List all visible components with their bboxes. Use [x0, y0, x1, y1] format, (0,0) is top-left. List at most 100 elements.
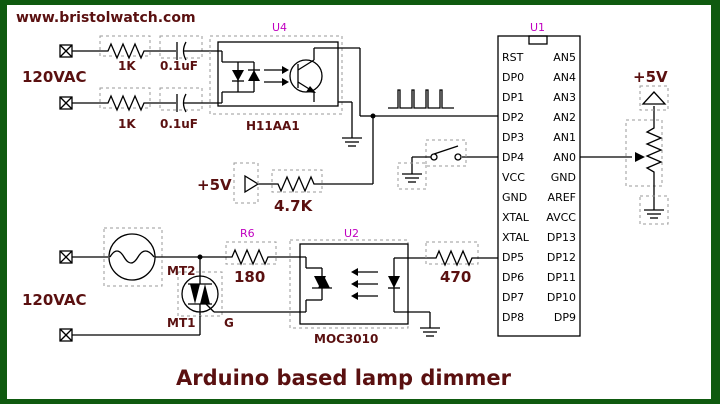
- c2-value: 0.1uF: [160, 117, 198, 131]
- r2-value: 1K: [118, 117, 136, 131]
- u1-pin-left-xtal: XTAL: [502, 211, 530, 224]
- triac-icon: [181, 272, 219, 316]
- u1-pin-right-an3: AN3: [553, 91, 576, 104]
- u1-pin-left-vcc: VCC: [502, 171, 525, 184]
- vcc-arrow-left: [244, 174, 260, 194]
- u1-pin-right-dp12: DP12: [547, 251, 576, 264]
- schematic-diagram: www.bristolwatch.com 120VAC 1K 0.1uF 1K …: [16, 10, 669, 390]
- vcc-right-box: [639, 85, 669, 111]
- site-url: www.bristolwatch.com: [16, 10, 196, 26]
- u4-outline: [209, 35, 343, 115]
- u1-pin-left-dp7: DP7: [502, 291, 524, 304]
- u1-pin-left-gnd: GND: [502, 191, 527, 204]
- ground-u2: [420, 327, 440, 337]
- resistor-470: [432, 249, 476, 267]
- capacitor-c1: [176, 41, 187, 61]
- r6-value: 180: [234, 268, 265, 286]
- resistor-pullup: [258, 175, 320, 193]
- ac-terminal-bottom-1: [59, 250, 73, 264]
- u4-ref: U4: [272, 21, 287, 34]
- triac-gate-label: G: [224, 316, 234, 330]
- u2-triac-output: [306, 267, 332, 301]
- pulse-waveform: [388, 89, 454, 109]
- u2-body: [299, 243, 409, 325]
- u2-led: [388, 257, 408, 312]
- c1-value: 0.1uF: [160, 59, 198, 73]
- u1-pin-right-an1: AN1: [553, 131, 576, 144]
- u1-pin-right-aref: AREF: [548, 191, 576, 204]
- r-pullup-box: [271, 169, 323, 193]
- ground-switch-box: [397, 162, 427, 190]
- u2-part-name: MOC3010: [314, 332, 378, 346]
- triac-mt2-label: MT2: [167, 264, 195, 278]
- u1-pin-right-an4: AN4: [553, 71, 576, 84]
- u1-pin-right-gnd: GND: [551, 171, 576, 184]
- u4-ac-input-diodes: [222, 61, 260, 93]
- u4-body: [217, 41, 339, 107]
- lamp-icon: [108, 233, 156, 281]
- u1-ref: U1: [530, 21, 545, 34]
- u1-pin-left-dp1: DP1: [502, 91, 524, 104]
- resistor-r6: [228, 248, 274, 266]
- r1-box: [99, 35, 151, 57]
- u2-ref: U2: [344, 227, 359, 240]
- ground-pot-box: [639, 195, 669, 225]
- u1-pin-right-an2: AN2: [553, 111, 576, 124]
- u1-pin-left-xtal: XTAL: [502, 231, 530, 244]
- u1-pin-left-dp4: DP4: [502, 151, 524, 164]
- vcc-left-box: [233, 162, 259, 204]
- ground-u4: [342, 137, 362, 147]
- u4-phototransistor: [289, 48, 323, 102]
- capacitor-c2: [176, 93, 187, 113]
- u1-pin-right-dp10: DP10: [547, 291, 576, 304]
- u1-pin-left-dp6: DP6: [502, 271, 524, 284]
- pot-wiper-arrow: [635, 152, 645, 162]
- resistor-r2: [102, 94, 150, 112]
- u1-pin-left-rst: RST: [502, 51, 524, 64]
- u2-outline: [289, 239, 409, 329]
- u1-pin-left-dp8: DP8: [502, 311, 524, 324]
- triac-mt1-label: MT1: [167, 316, 195, 330]
- ac-terminal-top-2: [59, 96, 73, 110]
- ac-terminal-top-1: [59, 44, 73, 58]
- u1-pin-right-dp13: DP13: [547, 231, 576, 244]
- r2-box: [99, 87, 151, 109]
- supply-label-right: +5V: [633, 68, 668, 86]
- u2-light-arrows: [351, 268, 378, 300]
- schematic-sheet: www.bristolwatch.com 120VAC 1K 0.1uF 1K …: [7, 5, 711, 399]
- u1-notch: [528, 35, 548, 45]
- supply-label-left: +5V: [197, 176, 232, 194]
- u1-pin-right-avcc: AVCC: [546, 211, 576, 224]
- c2-box: [159, 87, 203, 111]
- u1-pin-right-dp9: DP9: [554, 311, 576, 324]
- u1-pin-right-an5: AN5: [553, 51, 576, 64]
- r6-box: [225, 241, 277, 265]
- r-pullup-value: 4.7K: [274, 197, 314, 215]
- ac-terminal-bottom-2: [59, 328, 73, 342]
- u4-part-name: H11AA1: [246, 119, 300, 133]
- u1-pin-left-dp2: DP2: [502, 111, 524, 124]
- ground-switch: [402, 173, 422, 183]
- vcc-arrow-right: [641, 91, 667, 105]
- r1-value: 1K: [118, 59, 136, 73]
- switch-box: [425, 139, 467, 167]
- pushbutton-switch: [430, 145, 462, 161]
- r6-ref: R6: [240, 227, 255, 240]
- diagram-title: Arduino based lamp dimmer: [176, 366, 512, 390]
- ac-label-top: 120VAC: [22, 68, 87, 86]
- ground-pot: [644, 209, 664, 219]
- resistor-r1: [102, 42, 150, 60]
- u1-pin-right-dp11: DP11: [547, 271, 576, 284]
- u1-pin-left-dp5: DP5: [502, 251, 524, 264]
- r470-box: [425, 241, 479, 265]
- u1-pin-right-an0: AN0: [553, 151, 576, 164]
- potentiometer: [645, 106, 663, 210]
- u1-pin-left-dp3: DP3: [502, 131, 524, 144]
- u1-pin-left-dp0: DP0: [502, 71, 524, 84]
- r470-value: 470: [440, 268, 471, 286]
- u4-light-arrows: [264, 66, 289, 86]
- pot-box: [625, 119, 663, 187]
